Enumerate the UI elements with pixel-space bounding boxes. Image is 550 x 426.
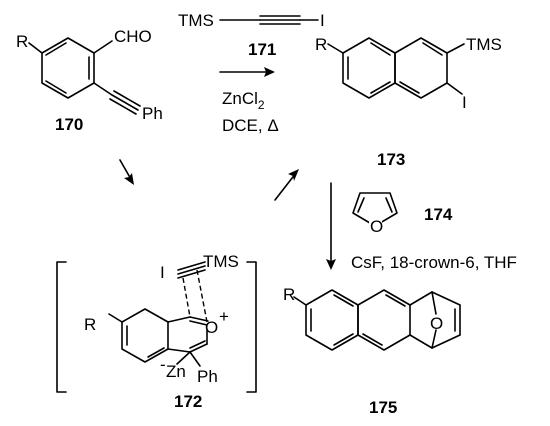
minus-charge-label: - — [160, 355, 166, 374]
iodine-label-171: I — [320, 11, 325, 30]
compound-172-structure — [108, 261, 209, 367]
ph-label-170: Ph — [142, 104, 163, 123]
r-label-170: R — [16, 32, 28, 51]
compound-173-number: 173 — [377, 150, 405, 169]
csf-conditions-label: CsF, 18-crown-6, THF — [351, 253, 517, 272]
compound-174-furan — [352, 192, 398, 227]
r-label-173: R — [315, 35, 327, 54]
compound-170-structure — [28, 37, 141, 115]
dce-heat-label: DCE, Δ — [222, 116, 279, 135]
oxygen-label-172: O — [205, 318, 218, 337]
zinc-label: Zn — [166, 362, 186, 381]
iodine-label-173: I — [462, 93, 467, 112]
arrow-173-to-175 — [326, 182, 336, 270]
bracket-left — [56, 261, 67, 393]
arrow-170-to-173 — [219, 67, 275, 77]
r-label-172: R — [84, 315, 96, 334]
compound-175-structure — [293, 289, 461, 351]
bracket-right — [246, 261, 257, 393]
zncl2-label: ZnCl2 — [222, 89, 265, 112]
arrow-170-to-172 — [119, 159, 134, 185]
plus-charge-label: + — [219, 307, 229, 326]
r-label-175: R — [283, 285, 295, 304]
tms-label-172: TMS — [203, 252, 239, 271]
compound-171-structure — [219, 15, 319, 25]
arrow-172-to-173 — [274, 169, 299, 201]
compound-174-number: 174 — [424, 205, 453, 224]
compound-173-structure — [327, 37, 465, 99]
oxygen-label-174: O — [370, 217, 383, 236]
compound-175-number: 175 — [369, 398, 397, 417]
iodine-label-172: I — [160, 263, 165, 282]
cho-label: CHO — [114, 27, 152, 46]
oxygen-label-175: O — [430, 314, 443, 333]
dashed-bonds-172 — [182, 269, 208, 323]
compound-172-number: 172 — [174, 392, 202, 411]
compound-171-number: 171 — [248, 40, 276, 59]
ph-label-172: Ph — [197, 367, 218, 386]
tms-label-171: TMS — [178, 11, 214, 30]
compound-170-number: 170 — [55, 115, 83, 134]
tms-label-173: TMS — [466, 35, 502, 54]
